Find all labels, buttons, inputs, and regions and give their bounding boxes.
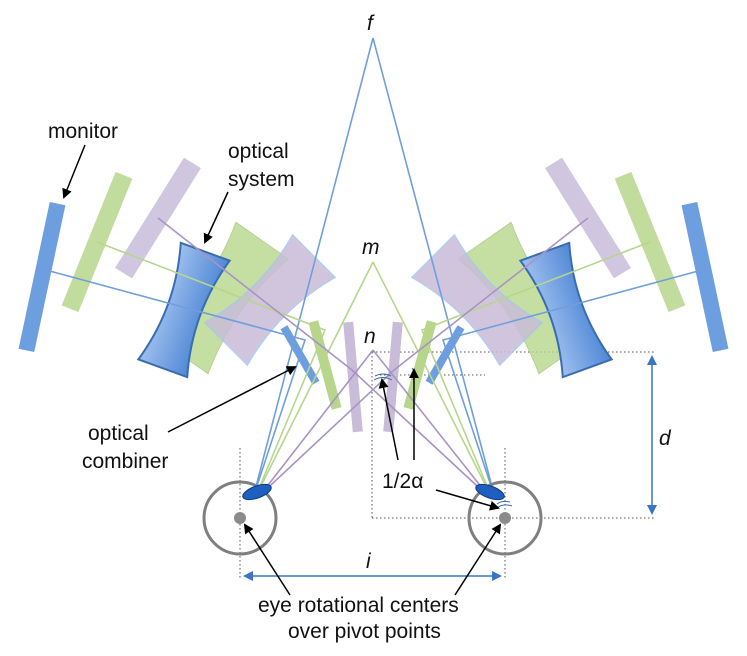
left-purple-lens <box>203 233 337 367</box>
label-d: d <box>659 427 672 450</box>
left-blue-ray <box>45 269 307 499</box>
label-eye-centers-1: eye rotational centers <box>258 594 459 617</box>
center-angle-arc <box>374 373 392 377</box>
right-pupil <box>475 483 505 501</box>
right-blue-lens <box>518 241 614 379</box>
right-green-ray <box>420 241 651 499</box>
left-eye <box>202 480 278 556</box>
right-pivot-callout-arrow <box>454 523 502 596</box>
left-green-focus-line <box>254 261 374 499</box>
label-optical-combiner-1: optical <box>88 422 149 445</box>
left-pupil <box>242 483 272 501</box>
left-green-ray <box>96 241 327 499</box>
left-blue-focus-line <box>252 37 374 499</box>
label-f: f <box>367 12 375 35</box>
right-pivot-point <box>499 512 511 524</box>
monitor-callout-arrow <box>62 144 86 199</box>
eye-angle-arc <box>496 500 511 505</box>
right-green-focus-line <box>372 261 493 499</box>
right-blue-ray <box>441 269 703 499</box>
label-i: i <box>366 550 372 573</box>
label-half-alpha: 1/2α <box>382 470 423 493</box>
optical-system-callout-arrow <box>203 191 229 244</box>
left-purple-focus-line <box>257 349 374 499</box>
optical-combiner-callout-arrow <box>167 366 297 433</box>
center-angle-arc-2 <box>373 377 393 381</box>
left-pivot-callout-arrow <box>243 523 291 596</box>
label-n: n <box>364 325 376 348</box>
half-alpha-callout-arrow-1 <box>378 378 399 461</box>
label-monitor: monitor <box>48 120 118 143</box>
left-purple-ray <box>157 217 491 499</box>
left-pivot-point <box>234 512 246 524</box>
label-optical-system-1: optical <box>228 140 289 163</box>
right-optics <box>383 157 729 433</box>
label-m: m <box>362 236 380 259</box>
right-purple-lens <box>410 233 544 367</box>
rays <box>45 37 703 499</box>
left-optics <box>18 157 363 433</box>
right-blue-focus-line <box>372 37 496 499</box>
eye-angle-arc-2 <box>496 504 513 509</box>
right-eyeball <box>467 480 543 556</box>
right-purple-combiner <box>383 321 403 433</box>
left-monitor <box>18 201 66 353</box>
left-eyeball <box>202 480 278 556</box>
label-eye-centers-2: over pivot points <box>288 620 441 643</box>
right-blue-combiner <box>425 325 465 385</box>
half-alpha-callout-arrow-3 <box>435 489 500 511</box>
label-optical-combiner-2: combiner <box>82 450 168 473</box>
right-purple-ray <box>256 217 589 499</box>
right-purple-focus-line <box>372 349 491 499</box>
label-optical-system-2: system <box>228 168 295 191</box>
callout-arrows <box>62 144 502 596</box>
right-eye <box>467 480 543 556</box>
right-monitor <box>681 201 729 353</box>
